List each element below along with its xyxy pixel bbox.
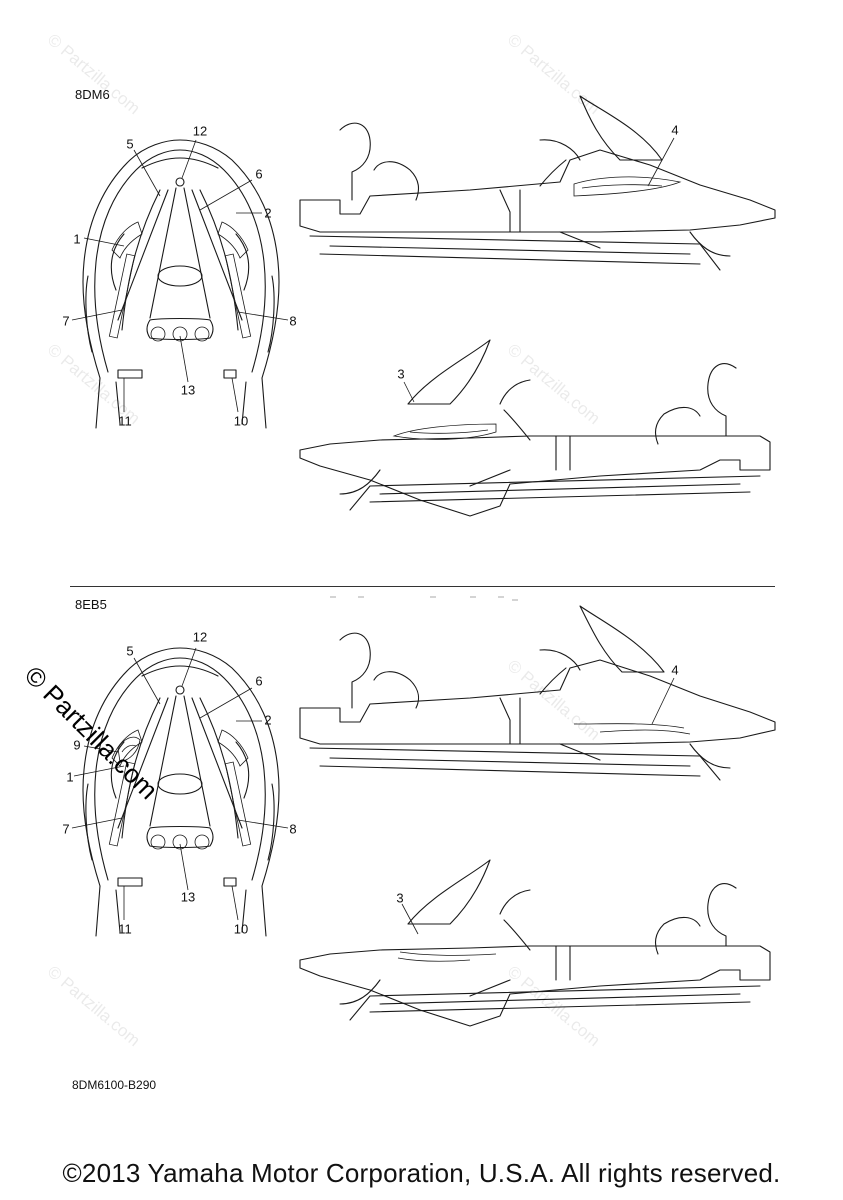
section-code-8dm6: 8DM6 (75, 87, 110, 102)
callout-1: 1 (73, 231, 81, 247)
callout-10: 10 (233, 413, 249, 429)
callout-2: 2 (264, 712, 272, 728)
decal-9-shape (117, 736, 141, 763)
side-view-right-8dm6 (299, 95, 776, 271)
callout-13: 13 (180, 382, 196, 398)
callout-12: 12 (192, 123, 208, 139)
callout-8: 8 (289, 821, 297, 837)
callout-4: 4 (671, 122, 679, 138)
callout-11: 11 (118, 413, 132, 429)
section-code-8eb5: 8EB5 (75, 597, 107, 612)
copyright-notice: ©2013 Yamaha Motor Corporation, U.S.A. A… (62, 1158, 781, 1188)
callout-6: 6 (255, 673, 263, 689)
section-divider (70, 586, 775, 587)
callout-7: 7 (62, 821, 70, 837)
callout-3: 3 (396, 890, 404, 906)
callout-6: 6 (255, 166, 263, 182)
callout-9: 9 (73, 737, 81, 753)
callout-7: 7 (62, 313, 70, 329)
leader-lines-8eb5 (71, 647, 675, 935)
callout-8: 8 (289, 313, 297, 329)
callout-12: 12 (192, 629, 208, 645)
callout-5: 5 (126, 136, 134, 152)
callout-4: 4 (671, 662, 679, 678)
callout-10: 10 (233, 921, 249, 937)
callout-5: 5 (126, 643, 134, 659)
callout-13: 13 (180, 889, 196, 905)
callout-2: 2 (264, 205, 272, 221)
callout-1: 1 (66, 769, 74, 785)
drawing-code: 8DM6100-B290 (72, 1078, 157, 1092)
callout-3: 3 (397, 366, 405, 382)
leader-lines-8dm6 (71, 137, 675, 413)
divider-marks (330, 596, 518, 601)
callout-11: 11 (118, 921, 132, 937)
